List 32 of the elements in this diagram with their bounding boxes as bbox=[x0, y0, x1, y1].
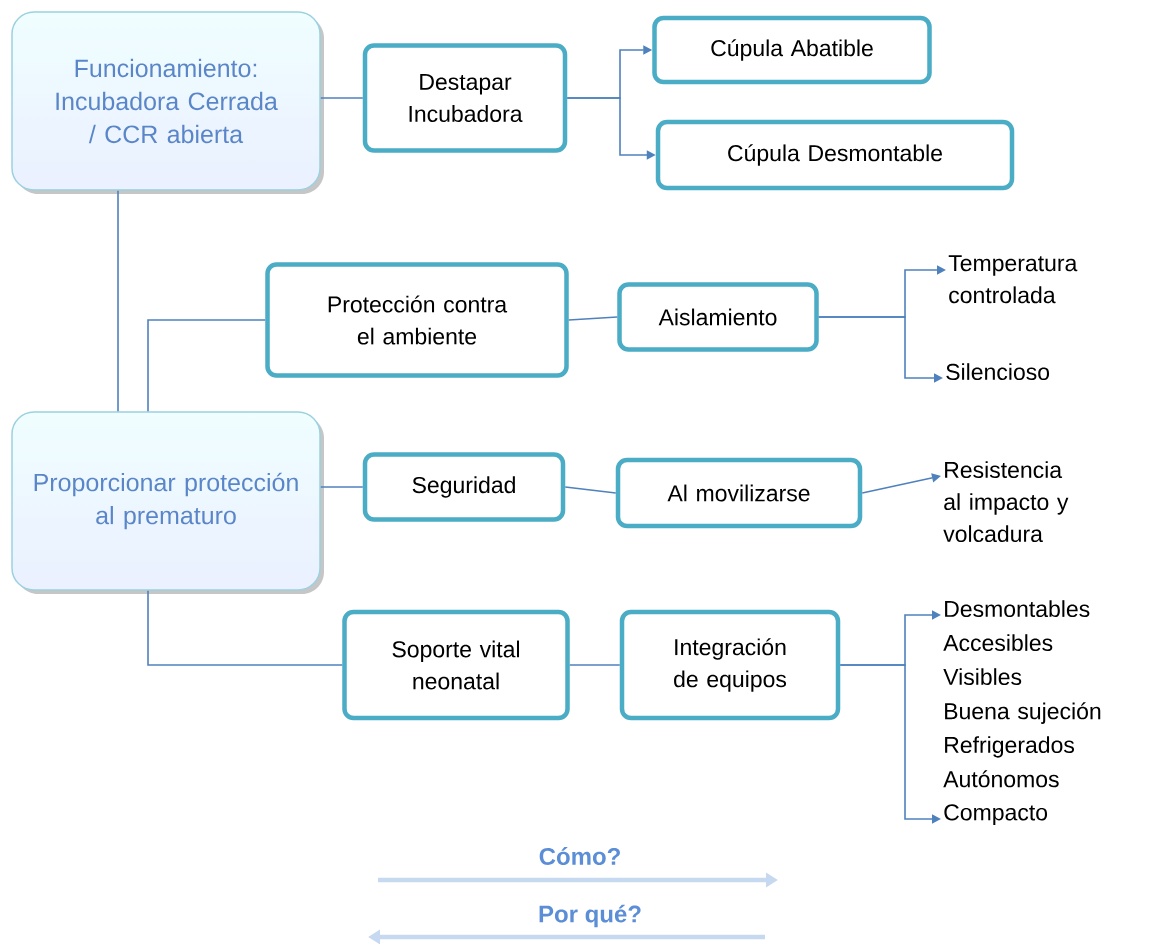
rounded-box: Aislamiento bbox=[617, 282, 819, 352]
item-text: Compacto bbox=[944, 804, 1048, 825]
rounded-box: Al movilizarse bbox=[615, 457, 863, 529]
arrow-label: Por qué? bbox=[539, 904, 641, 928]
item-text: Desmontables bbox=[945, 600, 1090, 618]
item-text: Buena sujeción bbox=[945, 702, 1101, 724]
rounded-box: Soporte vital neonatal bbox=[342, 609, 570, 721]
connector-line bbox=[117, 189, 119, 413]
connector-line bbox=[567, 316, 619, 321]
connector-line bbox=[319, 97, 364, 99]
item-text: Temperatura controlada bbox=[948, 255, 1078, 304]
rounded-box: Integración de equipos bbox=[619, 609, 841, 721]
rounded-box: Cúpula Abatible bbox=[652, 15, 932, 85]
connector-line bbox=[568, 664, 621, 666]
rounded-box: Cúpula Desmontable bbox=[655, 119, 1015, 191]
arrow-label: Cómo? bbox=[539, 847, 620, 865]
item-text: Refrigerados bbox=[945, 736, 1074, 758]
connector-line bbox=[147, 319, 267, 413]
rounded-box: Seguridad bbox=[362, 452, 566, 522]
rounded-box: Protección contra el ambiente bbox=[265, 262, 569, 378]
rounded-box: Funcionamiento: Incubadora Cerrada / CCR abierta bbox=[11, 11, 324, 194]
arrow bbox=[861, 473, 941, 494]
connector-line bbox=[564, 486, 617, 494]
item-text: Visibles bbox=[943, 668, 1022, 686]
rounded-box: Proporcionar protección al prematuro bbox=[11, 411, 324, 594]
connector-line bbox=[147, 589, 344, 666]
item-text: Resistencia al impacto y volcadura bbox=[943, 461, 1069, 543]
item-text: Autónomos bbox=[943, 770, 1059, 788]
rounded-box: Destapar Incubadora bbox=[362, 43, 568, 153]
item-text: Accesibles bbox=[943, 634, 1053, 652]
connector-line bbox=[319, 486, 364, 488]
item-text: Silencioso bbox=[946, 363, 1050, 381]
